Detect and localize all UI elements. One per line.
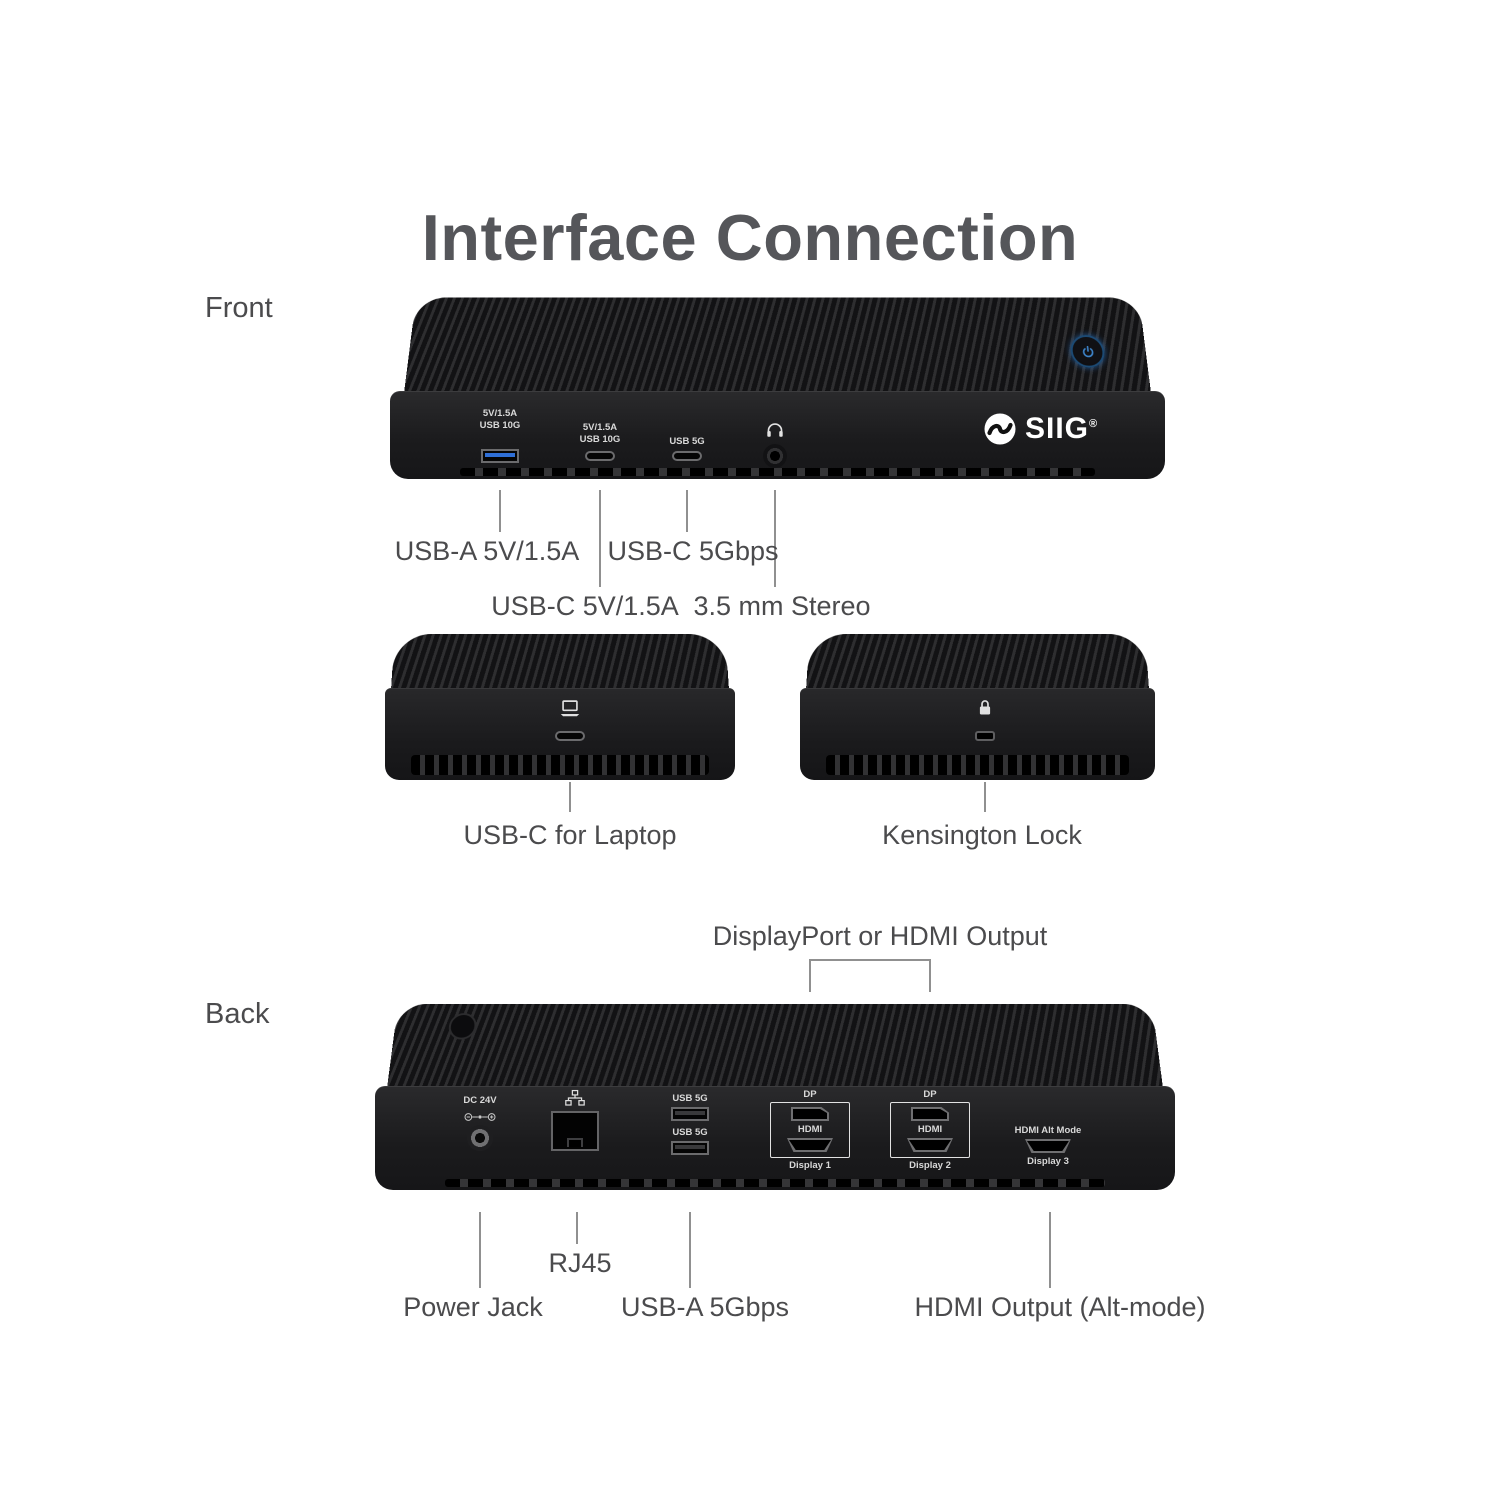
dock-top-surface xyxy=(404,298,1151,393)
callout-hdmi-alt: HDMI Output (Alt-mode) xyxy=(914,1292,1205,1323)
callout-usba-back: USB-A 5Gbps xyxy=(621,1292,789,1323)
dock-front-panel: 5V/1.5A USB 10G 5V/1.5A USB 10G USB 5G xyxy=(390,391,1165,479)
callout-usbc-15a: USB-C 5V/1.5A xyxy=(491,591,679,622)
dock-back-panel: DC 24V xyxy=(375,1086,1175,1190)
callout-line-hdmi-alt xyxy=(1049,1212,1051,1288)
siig-logo-icon xyxy=(982,411,1018,447)
bracket-line-horizontal xyxy=(809,959,931,961)
callout-laptop: USB-C for Laptop xyxy=(463,820,676,851)
callout-line-usba xyxy=(499,490,501,532)
display-group-1-frame: HDMI xyxy=(770,1102,850,1158)
hdmi2-label: HDMI xyxy=(918,1124,942,1135)
callout-line-usba-back xyxy=(689,1212,691,1288)
lock-icon xyxy=(977,698,994,722)
headphone-icon xyxy=(765,420,785,443)
hdmi-alt-label: HDMI Alt Mode xyxy=(1015,1125,1082,1136)
hdmi-alt-mode-group: HDMI Alt Mode Display 3 xyxy=(1015,1125,1082,1167)
callout-line-laptop xyxy=(569,782,571,812)
hdmi-port-1 xyxy=(787,1138,833,1152)
usb-a-5g-port-bottom xyxy=(671,1141,709,1155)
dock-side-panel xyxy=(800,688,1155,780)
hdmi-port-3 xyxy=(1025,1139,1071,1153)
top-button xyxy=(447,1013,477,1039)
usb-a-port xyxy=(481,449,519,463)
dc-port-label: DC 24V xyxy=(463,1095,496,1107)
dock-back-view: DC 24V xyxy=(375,1000,1175,1212)
rj45-port xyxy=(551,1111,599,1151)
usb-5g-bottom-label: USB 5G xyxy=(672,1127,707,1139)
bracket-line-left xyxy=(809,959,811,992)
callout-power: Power Jack xyxy=(403,1292,543,1323)
usb-c-5g-port-label: USB 5G xyxy=(669,436,704,448)
callout-usbc-5g: USB-C 5Gbps xyxy=(607,536,778,567)
bracket-line-right xyxy=(929,959,931,992)
callout-kensington: Kensington Lock xyxy=(882,820,1082,851)
callout-stereo: 3.5 mm Stereo xyxy=(693,591,870,622)
usb-c-host-port xyxy=(555,731,585,741)
usb-c-10g-port xyxy=(585,451,615,461)
siig-logo-text: SIIG® xyxy=(1025,414,1098,444)
dock-side-view-host xyxy=(385,632,735,780)
display-group-2-frame: HDMI xyxy=(890,1102,970,1158)
usb-c-10g-port-label: 5V/1.5A USB 10G xyxy=(580,422,621,446)
vent-slots xyxy=(445,1179,1105,1187)
power-jack-port xyxy=(467,1125,493,1151)
displayport-port-2 xyxy=(911,1107,949,1121)
dock-front-view: 5V/1.5A USB 10G 5V/1.5A USB 10G USB 5G xyxy=(390,293,1165,489)
laptop-icon xyxy=(558,699,582,723)
dock-top-surface xyxy=(806,634,1149,690)
vent-slots xyxy=(460,468,1095,476)
vent-slots xyxy=(826,755,1129,775)
callout-usba: USB-A 5V/1.5A xyxy=(395,536,580,567)
display1-label: Display 1 xyxy=(789,1160,831,1171)
vent-slots xyxy=(411,755,709,775)
display-group-1: DP HDMI Display 1 xyxy=(770,1089,850,1171)
power-button xyxy=(1069,335,1106,368)
dock-top-surface xyxy=(391,634,729,690)
dock-side-view-lock xyxy=(800,632,1155,780)
page-title: Interface Connection xyxy=(0,200,1500,275)
display2-label: Display 2 xyxy=(909,1160,951,1171)
hdmi-port-2 xyxy=(907,1138,953,1152)
hdmi1-label: HDMI xyxy=(798,1124,822,1135)
dock-top-surface xyxy=(387,1004,1163,1088)
front-section-label: Front xyxy=(205,292,273,325)
power-icon xyxy=(1079,344,1095,358)
callout-line-usbc-5g xyxy=(686,490,688,532)
ethernet-icon xyxy=(565,1089,586,1112)
dp2-label: DP xyxy=(923,1089,936,1100)
audio-jack-port xyxy=(763,444,787,468)
callout-line-kensington xyxy=(984,782,986,812)
dock-side-panel xyxy=(385,688,735,780)
back-section-label: Back xyxy=(205,998,269,1031)
callout-rj45: RJ45 xyxy=(548,1248,611,1279)
dp1-label: DP xyxy=(803,1089,816,1100)
display3-label: Display 3 xyxy=(1027,1156,1069,1167)
display-group-2: DP HDMI Display 2 xyxy=(890,1089,970,1171)
displayport-port-1 xyxy=(791,1107,829,1121)
kensington-slot xyxy=(975,731,995,741)
callout-line-rj45 xyxy=(576,1212,578,1244)
siig-logo: SIIG® xyxy=(982,411,1098,447)
usb-a-5g-port-top xyxy=(671,1107,709,1121)
usb-a-port-label: 5V/1.5A USB 10G xyxy=(480,408,521,432)
usb-c-5g-port xyxy=(672,451,702,461)
usb-5g-top-label: USB 5G xyxy=(672,1093,707,1105)
callout-display-output: DisplayPort or HDMI Output xyxy=(713,921,1048,952)
callout-line-power xyxy=(479,1212,481,1288)
callout-line-usbc-15a xyxy=(599,490,601,587)
